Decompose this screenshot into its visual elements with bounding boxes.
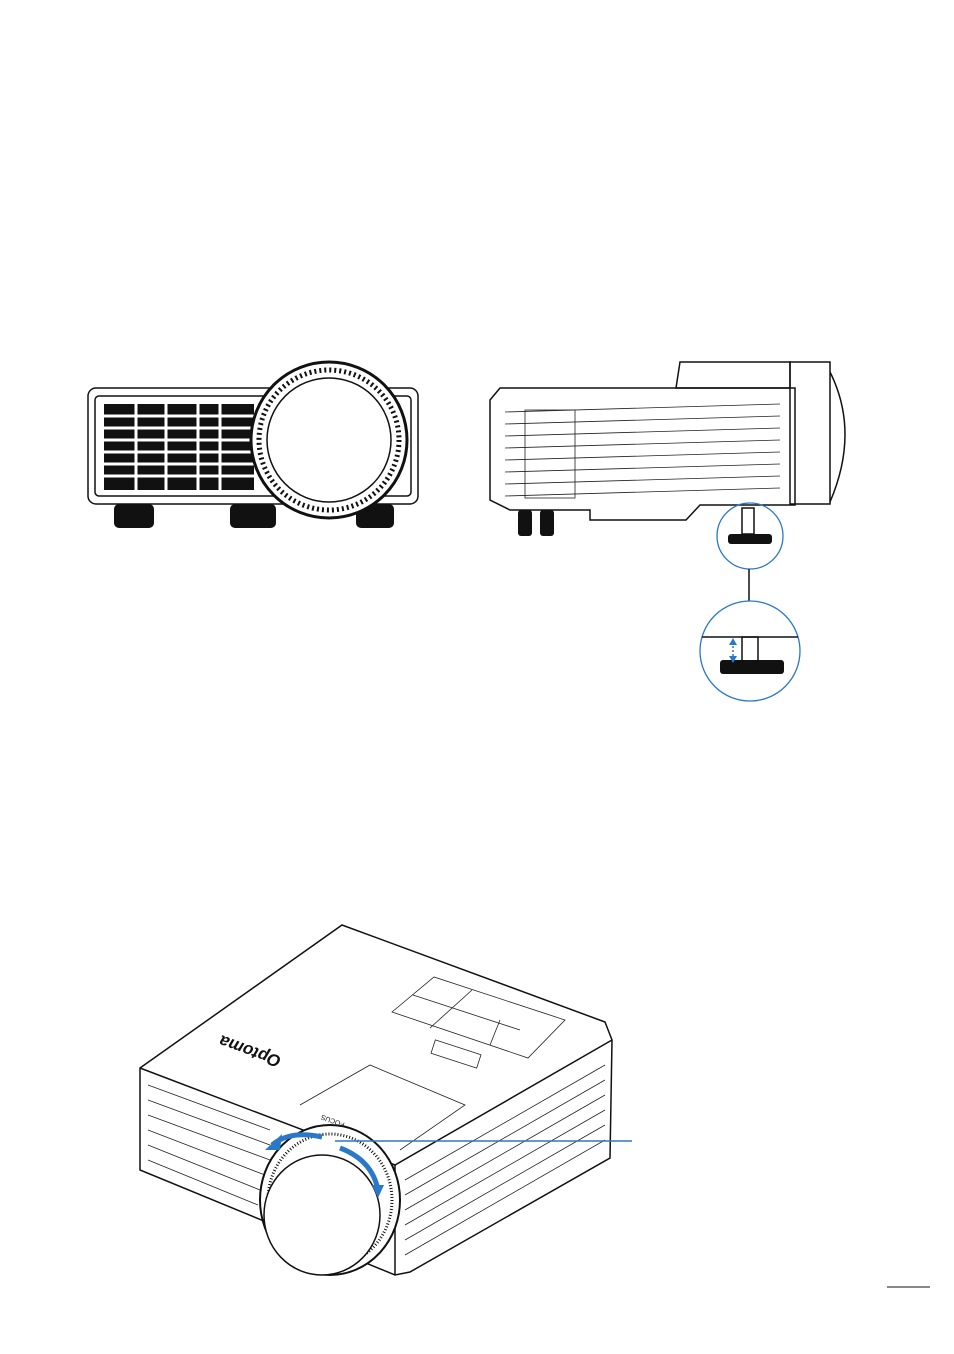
projector-side-view bbox=[489, 361, 846, 536]
projector-top-view: Optoma FOCUS bbox=[139, 924, 632, 1276]
front-vent-grille bbox=[104, 404, 254, 490]
focus-rotate-arrow-icon bbox=[265, 1132, 384, 1198]
foot-magnifier bbox=[699, 502, 801, 702]
keypad bbox=[391, 976, 566, 1069]
brand-logo: Optoma bbox=[217, 1031, 284, 1071]
front-lens bbox=[249, 360, 409, 520]
focus-lens bbox=[259, 1124, 401, 1276]
projector-front-view bbox=[87, 360, 419, 528]
side-vents bbox=[147, 1064, 606, 1256]
